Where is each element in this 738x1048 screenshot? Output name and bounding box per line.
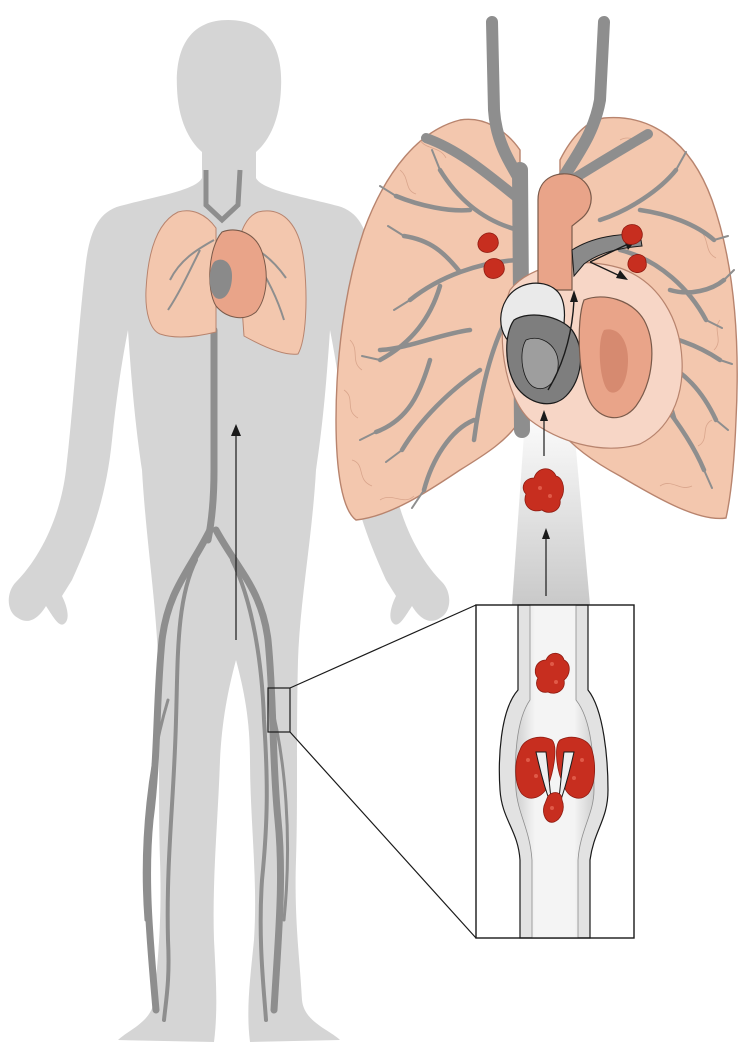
clot-highlight [538,486,542,490]
clot-dot [554,680,558,684]
embolus-left-upper [622,225,642,245]
clot-dot [580,758,584,762]
clot-dot [572,776,576,780]
clot-dot [534,774,538,778]
human-silhouette [9,20,450,1042]
vein-inset [476,605,634,938]
clot-dot [550,806,554,810]
embolus-left-lower [628,255,646,273]
embolus-right-lower [484,259,504,279]
body-outline [9,20,450,1042]
zoom-connector-lines [290,605,476,938]
clot-dot [526,758,530,762]
clot-dot [550,662,554,666]
clot-highlight [548,494,552,498]
